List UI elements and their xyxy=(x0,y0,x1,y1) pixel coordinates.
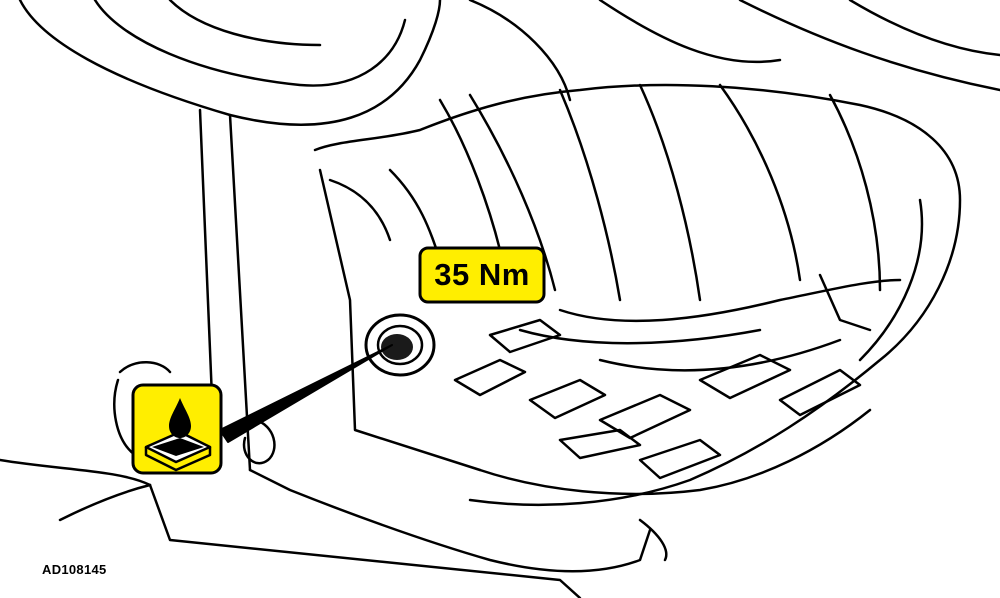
mount-post xyxy=(113,361,172,457)
oil-drop-sealant-icon xyxy=(131,383,223,475)
leader-line xyxy=(219,344,393,443)
drain-plug xyxy=(364,313,436,377)
torque-value: 35 Nm xyxy=(434,257,530,292)
figure-reference-code: AD108145 xyxy=(42,562,107,577)
torque-callout-box xyxy=(418,246,546,304)
upper-housing-outline xyxy=(18,0,442,126)
